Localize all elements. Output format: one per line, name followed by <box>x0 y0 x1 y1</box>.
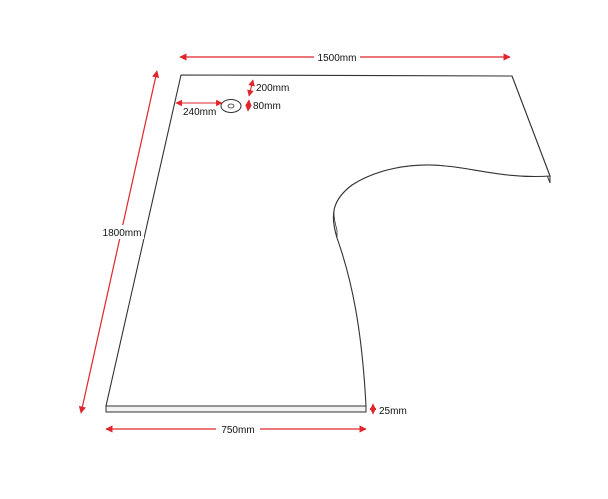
label-depth: 1800mm <box>103 228 142 239</box>
desk-front-edge <box>105 405 367 413</box>
dimension-top-width: 1500mm <box>179 50 511 64</box>
label-thickness: 25mm <box>379 406 407 417</box>
label-hole-left: 240mm <box>183 107 216 118</box>
dimension-depth: 1800mm <box>78 70 160 414</box>
dimension-thickness: 25mm <box>369 403 407 417</box>
label-hole-top: 200mm <box>256 83 289 94</box>
label-hole-diameter: 80mm <box>253 101 281 112</box>
cable-grommet-inner <box>227 103 235 109</box>
desk-top <box>105 74 551 413</box>
desk-surface <box>105 74 551 407</box>
label-return-width: 750mm <box>221 425 254 436</box>
dimension-hole-top: 200mm <box>247 79 289 97</box>
label-top-width: 1500mm <box>318 53 357 64</box>
dimension-hole-diameter: 80mm <box>245 99 281 112</box>
dimension-return-width: 750mm <box>105 422 367 436</box>
dimension-hole-left: 240mm <box>175 99 223 118</box>
